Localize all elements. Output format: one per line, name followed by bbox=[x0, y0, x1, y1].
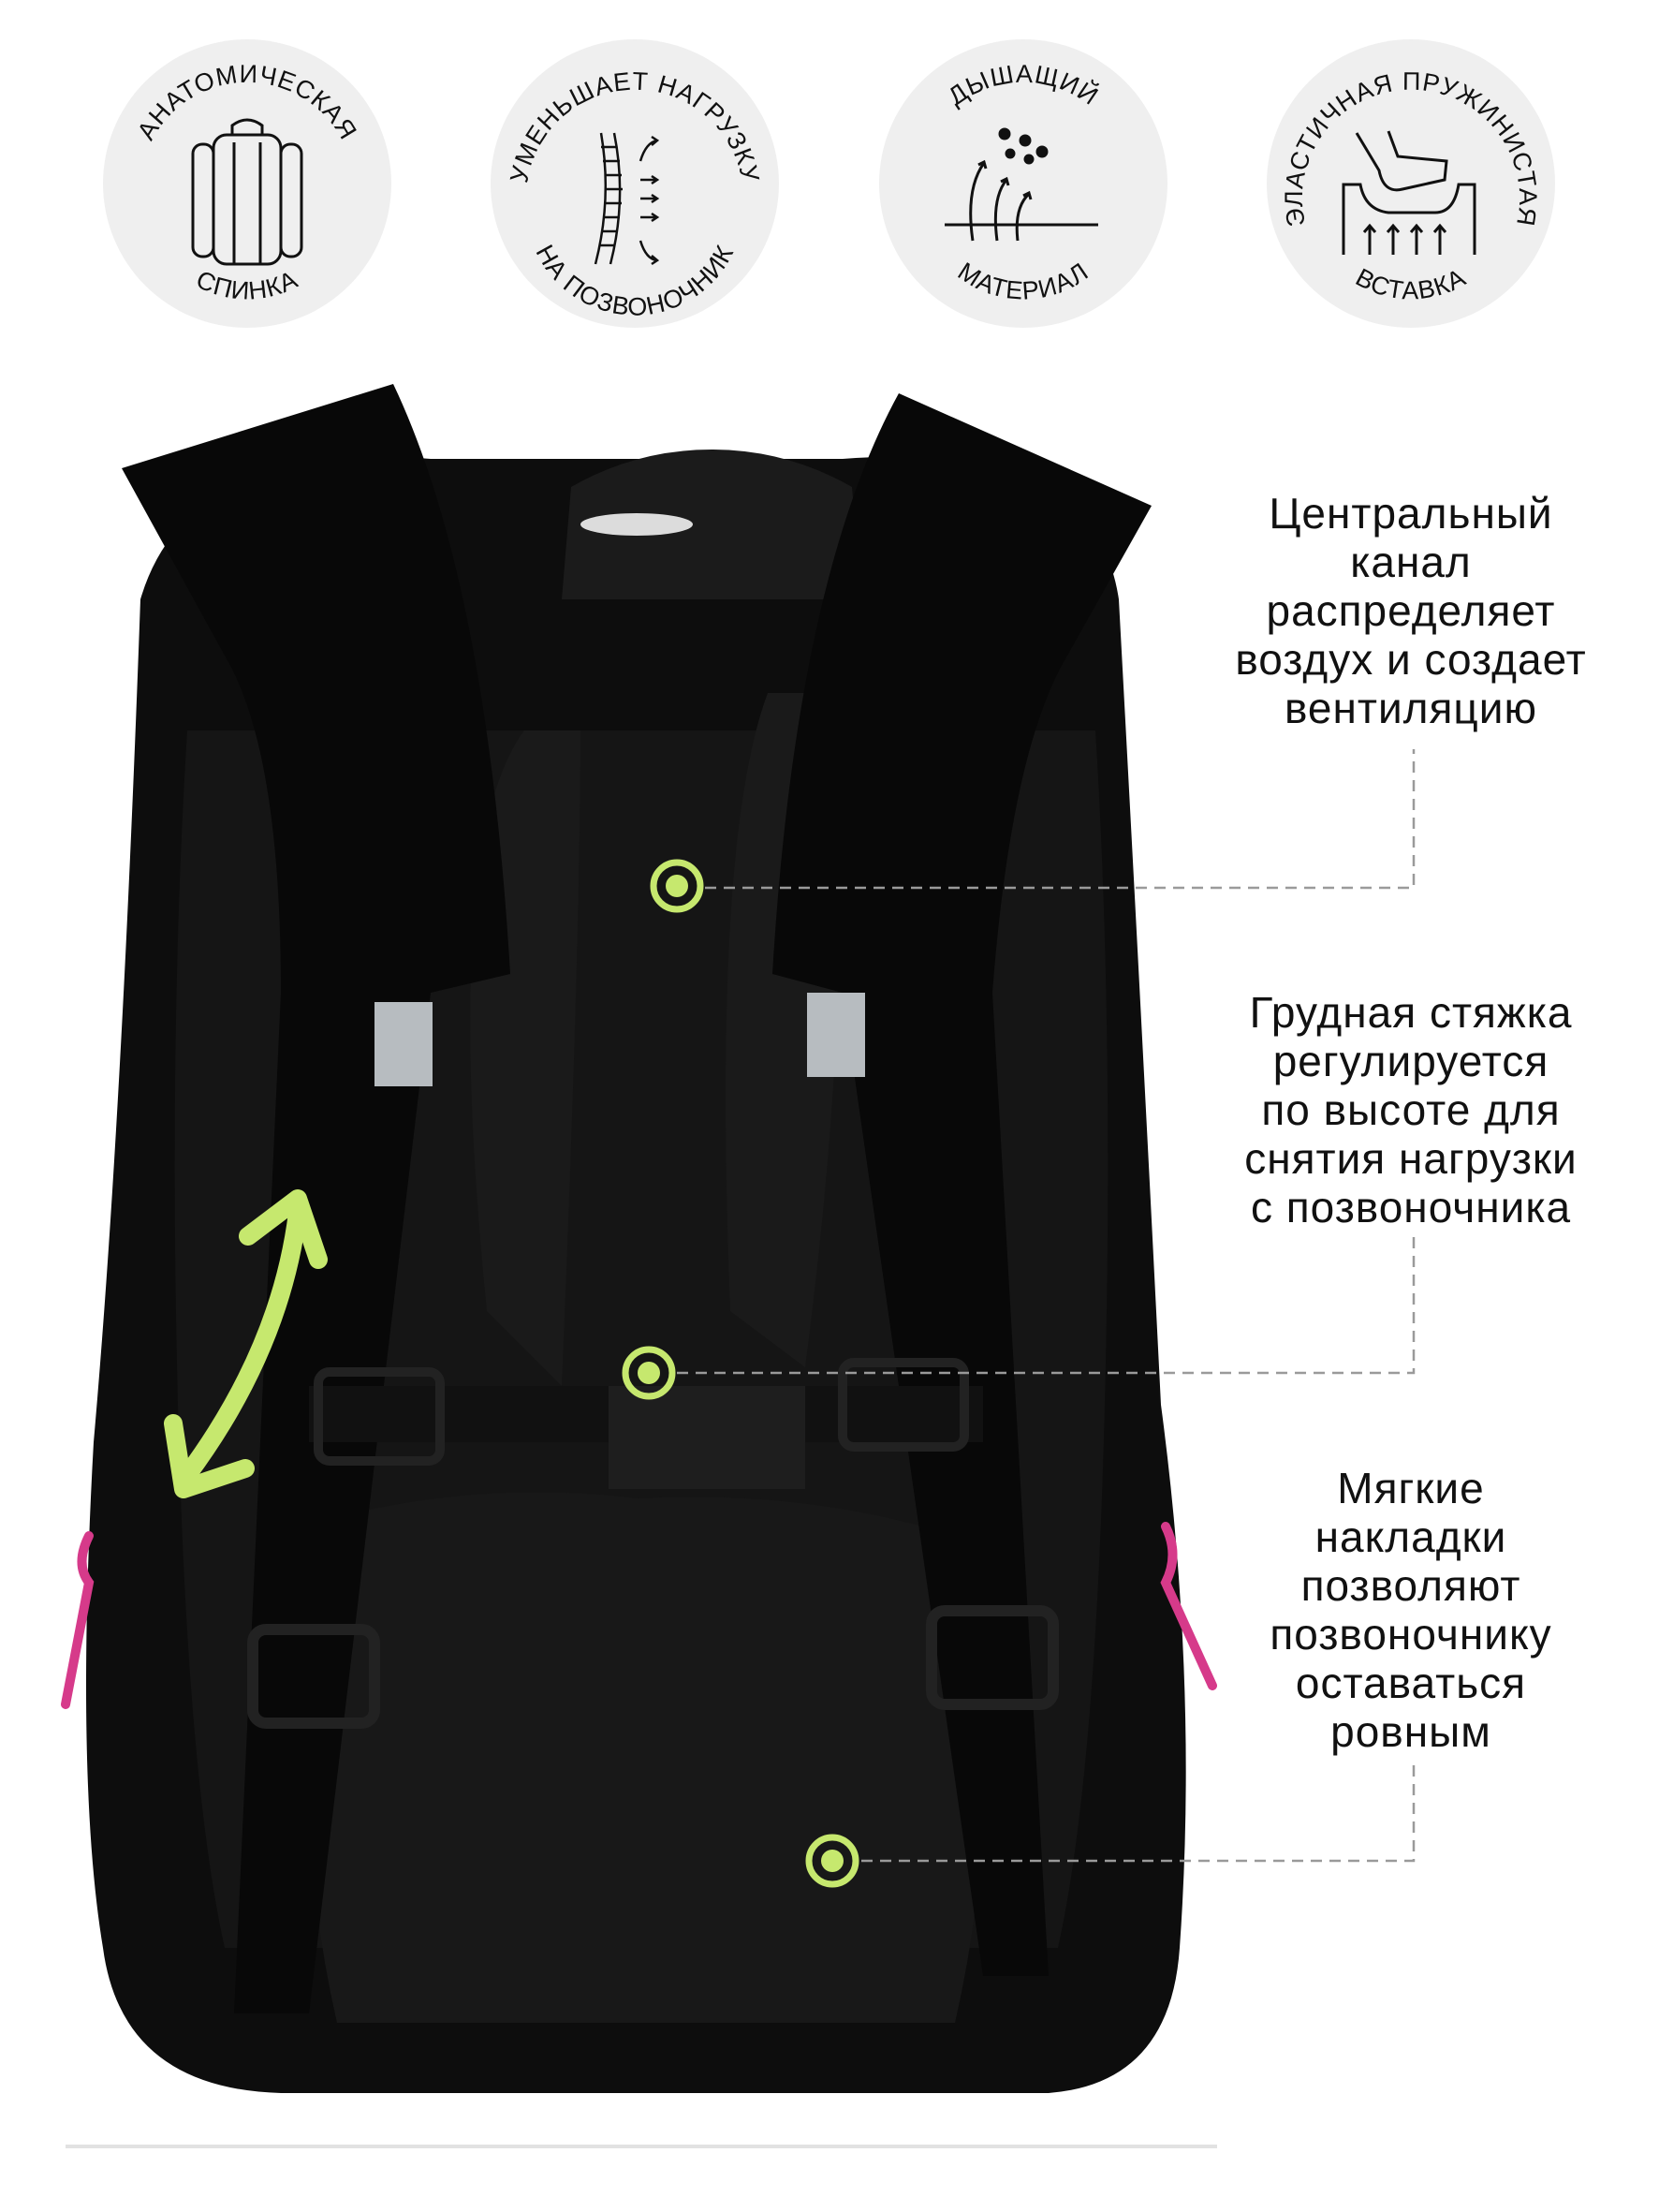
callout-line: ровным bbox=[1330, 1707, 1491, 1756]
cushion-insert-icon bbox=[1342, 130, 1476, 255]
marker-soft-pads bbox=[805, 1834, 859, 1888]
callout-line: Центральный bbox=[1269, 489, 1553, 538]
callout-line: Грудная стяжка bbox=[1249, 988, 1573, 1037]
callout-line: накладки bbox=[1314, 1512, 1507, 1561]
top-handle bbox=[580, 513, 693, 536]
callout-line: регулируется bbox=[1272, 1037, 1549, 1085]
callout-line: с позвоночника bbox=[1250, 1183, 1572, 1231]
callout-line: снятия нагрузки bbox=[1244, 1134, 1578, 1183]
callout-central-channel: Центральный канал распределяет воздух и … bbox=[1196, 489, 1626, 732]
left-slider-buckle bbox=[314, 1367, 445, 1466]
callout-line: позволяют bbox=[1300, 1561, 1521, 1610]
zipper-pulls bbox=[61, 1522, 1217, 1709]
callout-leaders bbox=[677, 749, 1416, 1863]
left-strap-adjuster bbox=[247, 1624, 380, 1729]
left-reflective-patch bbox=[374, 1002, 433, 1086]
marker-chest-strap bbox=[622, 1346, 676, 1400]
right-slider-buckle bbox=[838, 1358, 969, 1452]
callout-line: оставаться bbox=[1295, 1659, 1527, 1707]
callout-line: по высоте для bbox=[1261, 1085, 1561, 1134]
right-strap-adjuster bbox=[926, 1605, 1059, 1710]
badge-anatomical-back: АНАТОМИЧЕСКАЯ СПИНКА bbox=[103, 39, 391, 328]
right-reflective-patch bbox=[807, 993, 865, 1077]
callout-line: распределяет bbox=[1266, 586, 1556, 635]
callout-line: Мягкие bbox=[1337, 1464, 1485, 1512]
callout-line: вентиляцию bbox=[1285, 684, 1537, 732]
lower-mesh-pad bbox=[309, 1492, 983, 2023]
callout-soft-pads: Мягкие накладки позволяют позвоночнику о… bbox=[1196, 1464, 1626, 1756]
callout-line: канал bbox=[1350, 538, 1472, 586]
badge-reduces-load: УМЕНЬШАЕТ НАГРУЗКУ НА ПОЗВОНОЧНИК bbox=[491, 39, 779, 328]
badge-breathable-material: ДЫШАЩИЙ МАТЕРИАЛ bbox=[879, 39, 1167, 328]
callout-chest-strap: Грудная стяжка регулируется по высоте дл… bbox=[1196, 988, 1626, 1231]
chest-buckle bbox=[609, 1386, 805, 1489]
badge-elastic-insert: ЭЛАСТИЧНАЯ ПРУЖИНИСТАЯ ВСТАВКА bbox=[1267, 39, 1555, 328]
callout-markers bbox=[622, 859, 859, 1888]
marker-central-channel bbox=[650, 859, 704, 913]
callout-line: воздух и создает bbox=[1235, 635, 1587, 684]
backpack-back-icon bbox=[191, 118, 303, 266]
callout-line: позвоночнику bbox=[1270, 1610, 1552, 1659]
shoulder-straps bbox=[122, 384, 1152, 2013]
airflow-icon bbox=[945, 127, 1098, 242]
adjustment-arrow bbox=[164, 1189, 328, 1498]
spine-icon bbox=[594, 132, 660, 266]
